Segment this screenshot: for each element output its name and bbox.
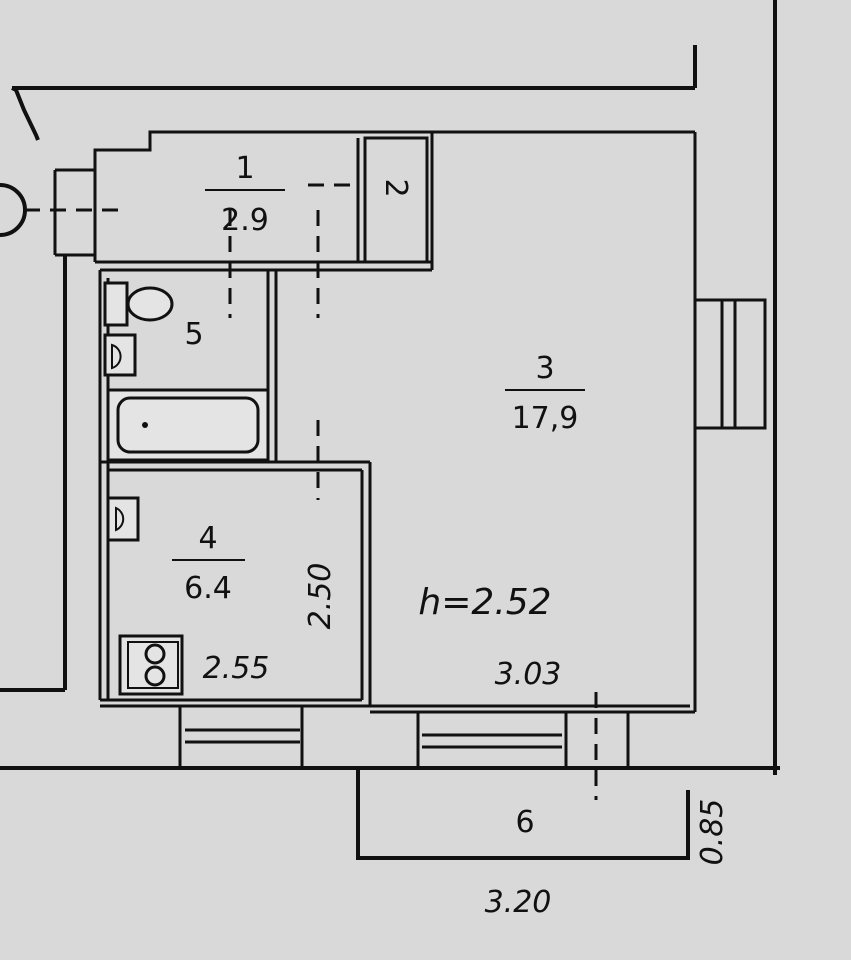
balcony-depth-label: 0.85 [695,799,730,866]
room-2-number: 2 [378,178,413,197]
room-4-number: 4 [198,521,217,556]
stove-icon [118,634,184,696]
kitchen-sink-icon [106,496,140,542]
room-1-area: 2.9 [221,203,269,238]
label-rules [172,189,585,561]
room-width-label: 3.03 [495,657,562,692]
bathroom-sink-icon [103,333,137,377]
room-1-number: 1 [235,151,254,186]
room-5-number: 5 [184,317,203,352]
room-4-area: 6.4 [184,571,232,606]
toilet-icon [103,281,174,327]
balcony [356,768,690,860]
entry-door [0,183,27,237]
room-3-area: 17,9 [512,401,579,436]
bathtub-icon [106,388,270,462]
ceiling-height-label: h=2.52 [418,582,551,623]
balcony-width-label: 3.20 [485,885,552,920]
kitchen-width-label: 2.55 [203,651,270,686]
room-3-number: 3 [535,351,554,386]
windows [178,298,767,770]
outer-walls [0,0,780,775]
kitchen-depth-label: 2.50 [303,563,338,630]
service-lines [24,183,598,800]
room-6-number: 6 [515,805,534,840]
